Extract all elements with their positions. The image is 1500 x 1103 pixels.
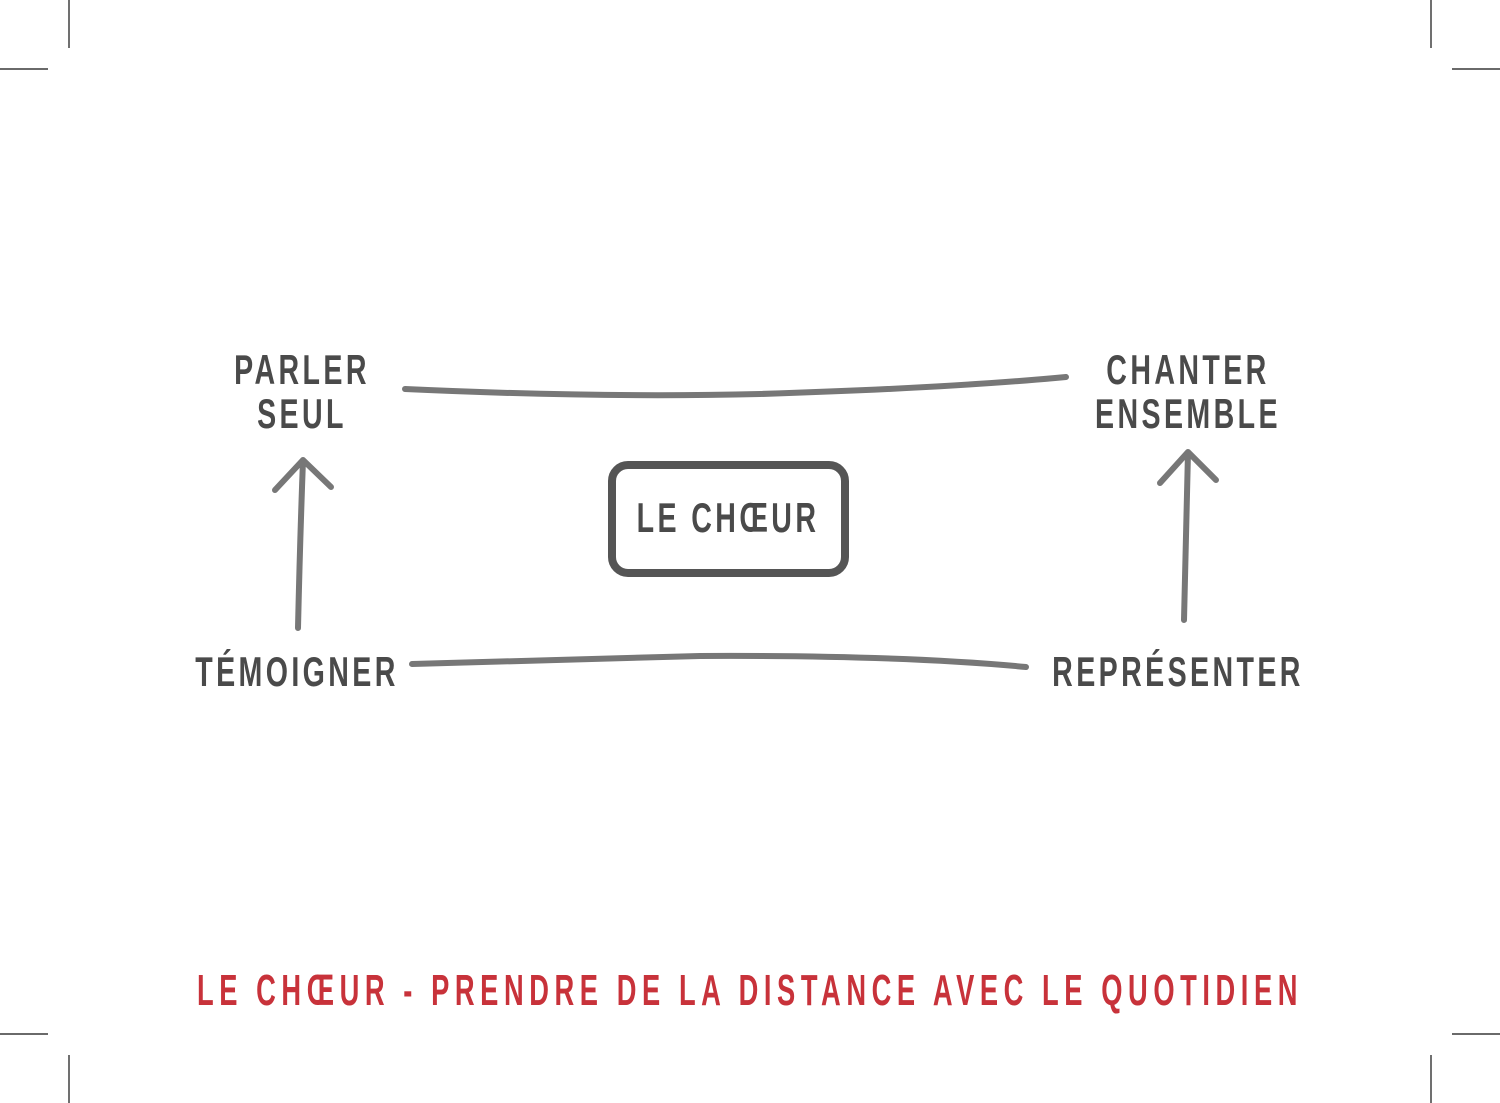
center-box	[608, 461, 849, 577]
top-connector-line	[402, 374, 1069, 399]
node-representer: REPRÉSENTER	[1052, 648, 1304, 695]
node-chanter-ensemble: CHANTER ENSEMBLE	[1095, 348, 1281, 436]
right-arrow	[1157, 449, 1219, 623]
node-line: CHANTER	[1106, 346, 1270, 393]
node-line: ENSEMBLE	[1095, 390, 1281, 437]
node-line: PARLER	[234, 346, 370, 393]
caption: LE CHŒUR - PRENDRE DE LA DISTANCE AVEC L…	[196, 966, 1304, 1015]
bottom-connector-line	[409, 652, 1029, 670]
node-temoigner: TÉMOIGNER	[195, 648, 399, 695]
node-parler-seul: PARLER SEUL	[234, 348, 370, 436]
center-label: LE CHŒUR	[636, 494, 820, 541]
left-arrow	[272, 457, 334, 631]
node-line: SEUL	[257, 390, 347, 437]
